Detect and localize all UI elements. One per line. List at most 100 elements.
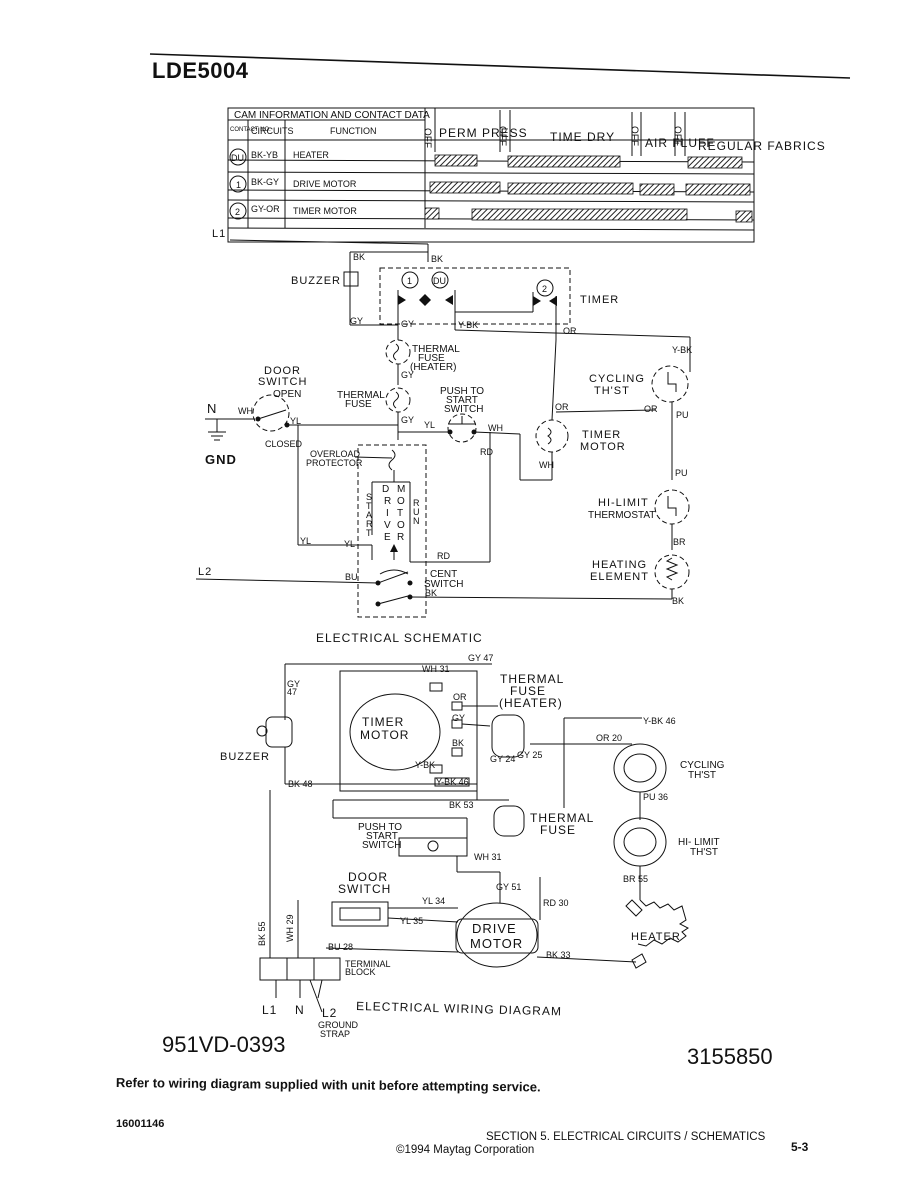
w-hi-limit: [613, 817, 667, 867]
timer-motor-label-1: TIMER: [362, 715, 404, 729]
hi-limit-1: HI-LIMIT: [598, 497, 649, 509]
cam-contact-du: [419, 294, 431, 306]
wire-label: GY 51: [496, 882, 521, 892]
buzzer-label: BUZZER: [291, 275, 341, 287]
w-hi-limit-1: HI- LIMIT: [678, 837, 720, 848]
cam-bar-drive-1: [429, 181, 501, 194]
w-push-start-switch: [398, 837, 468, 857]
electrical-schematic: L1 BK BK BUZZER TIMER 1 DU 2 GY GY Y-BK …: [195, 228, 692, 645]
section-title: SECTION 5. ELECTRICAL CIRCUITS / SCHEMAT…: [486, 1131, 766, 1143]
wire-label: BK 33: [546, 950, 571, 960]
svg-text:A: A: [366, 510, 372, 520]
wire-label: OR: [563, 326, 577, 336]
door-closed: CLOSED: [265, 439, 303, 449]
w-buzzer-label: BUZZER: [220, 751, 270, 763]
label-n: N: [207, 401, 217, 416]
label-l2: L2: [198, 566, 212, 578]
cycle-time-dry: TIME DRY: [550, 130, 615, 144]
thermal-fuse-2: FUSE: [345, 399, 372, 410]
svg-text:D: D: [382, 484, 389, 495]
wire-label: WH: [488, 423, 503, 433]
wire-label: GY: [350, 316, 363, 326]
w-thermal-fuse: [493, 805, 525, 837]
cycling-1: CYCLING: [589, 373, 645, 385]
wire-label: GY: [401, 370, 414, 380]
push-start-3: SWITCH: [444, 404, 483, 415]
svg-text:DU: DU: [433, 276, 446, 286]
cam-bar-drive-2: [507, 182, 634, 195]
wire-label: BR: [673, 537, 686, 547]
timer-housing: [339, 670, 478, 792]
svg-text:47: 47: [287, 687, 297, 697]
w-thermal-fuse-1: THERMAL: [530, 811, 594, 825]
w-push-start-1: PUSH TO: [358, 822, 402, 833]
wire-label: RD: [437, 551, 450, 561]
svg-text:R: R: [384, 496, 391, 507]
w-thermal-fuse-2: FUSE: [540, 823, 576, 837]
cycle-regular-fabrics: REGULAR FABRICS: [698, 139, 826, 153]
svg-text:1: 1: [407, 276, 412, 286]
wire-label: Y-BK 46: [436, 777, 469, 787]
circuit-bk-yb: BK-YB: [251, 150, 278, 160]
svg-text:GY: GY: [287, 679, 300, 689]
w-door-switch-2: SWITCH: [338, 882, 391, 896]
w-door-switch: [331, 901, 389, 927]
thermal-fuse-heater-3: (HEATER): [410, 362, 456, 373]
w-thermal-fuse-heater-1: THERMAL: [500, 672, 564, 686]
svg-text:R: R: [413, 498, 420, 508]
wire-label: WH: [238, 406, 253, 416]
svg-text:O: O: [397, 520, 405, 531]
wire-label: PU 36: [643, 792, 668, 802]
w-thermal-fuse-heater-2: FUSE: [510, 684, 546, 698]
cycle-perm-press: PERM PRESS: [439, 126, 528, 140]
cam-table-title: CAM INFORMATION AND CONTACT DATA: [234, 110, 430, 121]
wire-label: YL: [424, 420, 435, 430]
wire-label: WH 29: [285, 914, 295, 942]
off-label-4: OFF: [672, 126, 683, 146]
contact-du: DU: [231, 153, 244, 163]
svg-text:V: V: [384, 520, 391, 531]
wire-label: GY 24: [490, 754, 515, 764]
cent-switch-2: SWITCH: [424, 579, 463, 590]
col-function: FUNCTION: [330, 126, 377, 136]
w-cycling-thermostat: [613, 743, 667, 793]
door-open: OPEN: [273, 389, 301, 400]
wire-label: GY: [452, 713, 465, 723]
thermal-fuse-heater-1: THERMAL: [412, 344, 460, 355]
wire-label: Y-BK 46: [643, 716, 676, 726]
wire-label: BU 28: [328, 942, 353, 952]
copyright: ©1994 Maytag Corporation: [396, 1144, 535, 1156]
svg-text:R: R: [366, 519, 373, 529]
circuit-gy-or: GY-OR: [251, 204, 280, 214]
ground-strap-1: GROUND: [318, 1020, 358, 1030]
w-door-switch-1: DOOR: [348, 870, 388, 884]
wire-label: YL: [290, 416, 301, 426]
contact-2: 2: [235, 207, 240, 217]
svg-text:T: T: [366, 528, 372, 538]
wire-label: BK: [452, 738, 464, 748]
wire-label: GY: [401, 319, 414, 329]
wiring-diagram: GY 47 GY 47 WH 31 TIMER MOTOR OR GY BK Y…: [220, 653, 725, 1039]
heating-2: ELEMENT: [590, 571, 649, 583]
cycle-air-fluff: AIR FLUFF: [645, 136, 715, 150]
circuit-bk-gy: BK-GY: [251, 177, 279, 187]
wire-label: PU: [675, 468, 688, 478]
part-number-left: 951VD-0393: [162, 1032, 286, 1057]
cam-contact-du-right: [445, 295, 453, 305]
wire-label: OR: [644, 404, 658, 414]
off-label-2: OFF: [497, 126, 508, 146]
function-timer-motor: TIMER MOTOR: [293, 206, 357, 216]
cent-switch-1: CENT: [430, 569, 457, 580]
wire-label: BK: [672, 596, 684, 606]
cam-contact-2-right: [549, 296, 557, 306]
wire-label: GY: [401, 415, 414, 425]
w-push-start-3: SWITCH: [362, 840, 401, 851]
cam-contact-1: [398, 295, 406, 305]
schematic-title: ELECTRICAL SCHEMATIC: [316, 631, 483, 645]
cam-bar-drive-3: [639, 183, 675, 196]
header-rule: [149, 53, 851, 79]
svg-text:I: I: [386, 508, 389, 519]
w-drive-motor-1: DRIVE: [472, 921, 517, 936]
w-cycling-2: TH'ST: [688, 770, 716, 781]
